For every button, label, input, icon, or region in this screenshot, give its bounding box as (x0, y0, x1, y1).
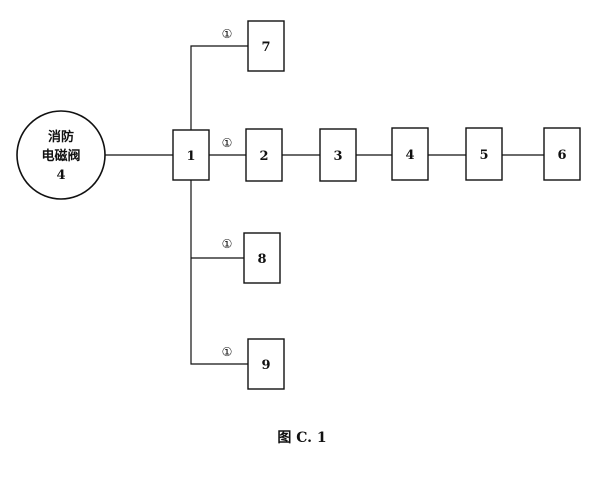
box-2-label: 2 (259, 149, 268, 164)
marker-to-8: ① (222, 237, 233, 251)
box-6-label: 6 (557, 148, 566, 163)
valve-circle (16, 110, 106, 200)
device-box-4: 4 (391, 127, 429, 181)
box-8-frame (243, 232, 281, 284)
valve-label-line2: 电磁阀 (41, 148, 80, 164)
box-1-frame (172, 129, 210, 181)
box-9-frame (247, 338, 285, 390)
box-7-label: 7 (261, 40, 270, 55)
figure-caption: 图 C. 1 (277, 430, 326, 446)
device-box-9: 9 (247, 338, 285, 390)
box-7-frame (247, 20, 285, 72)
marker-to-2: ① (222, 136, 233, 150)
device-box-5: 5 (465, 127, 503, 181)
connector-1-to-7 (190, 45, 248, 130)
box-2-frame (245, 128, 283, 182)
box-4-frame (391, 127, 429, 181)
device-box-1: 1 (172, 129, 210, 181)
marker-to-9: ① (222, 345, 233, 359)
device-box-2: 2 (245, 128, 283, 182)
box-5-label: 5 (479, 148, 488, 163)
box-3-frame (319, 128, 357, 182)
box-3-label: 3 (333, 149, 342, 164)
box-6-frame (543, 127, 581, 181)
fire-solenoid-valve: 消防 电磁阀 4 (16, 110, 106, 200)
connector-1-to-8-9 (190, 180, 248, 365)
box-4-label: 4 (405, 148, 414, 163)
box-9-label: 9 (261, 358, 270, 373)
box-1-label: 1 (186, 149, 195, 164)
valve-label-line1: 消防 (48, 129, 74, 145)
box-5-frame (465, 127, 503, 181)
device-box-3: 3 (319, 128, 357, 182)
box-8-label: 8 (257, 252, 266, 267)
device-box-7: 7 (247, 20, 285, 72)
device-box-6: 6 (543, 127, 581, 181)
device-box-8: 8 (243, 232, 281, 284)
marker-to-7: ① (222, 27, 233, 41)
valve-label-line3: 4 (56, 168, 65, 183)
